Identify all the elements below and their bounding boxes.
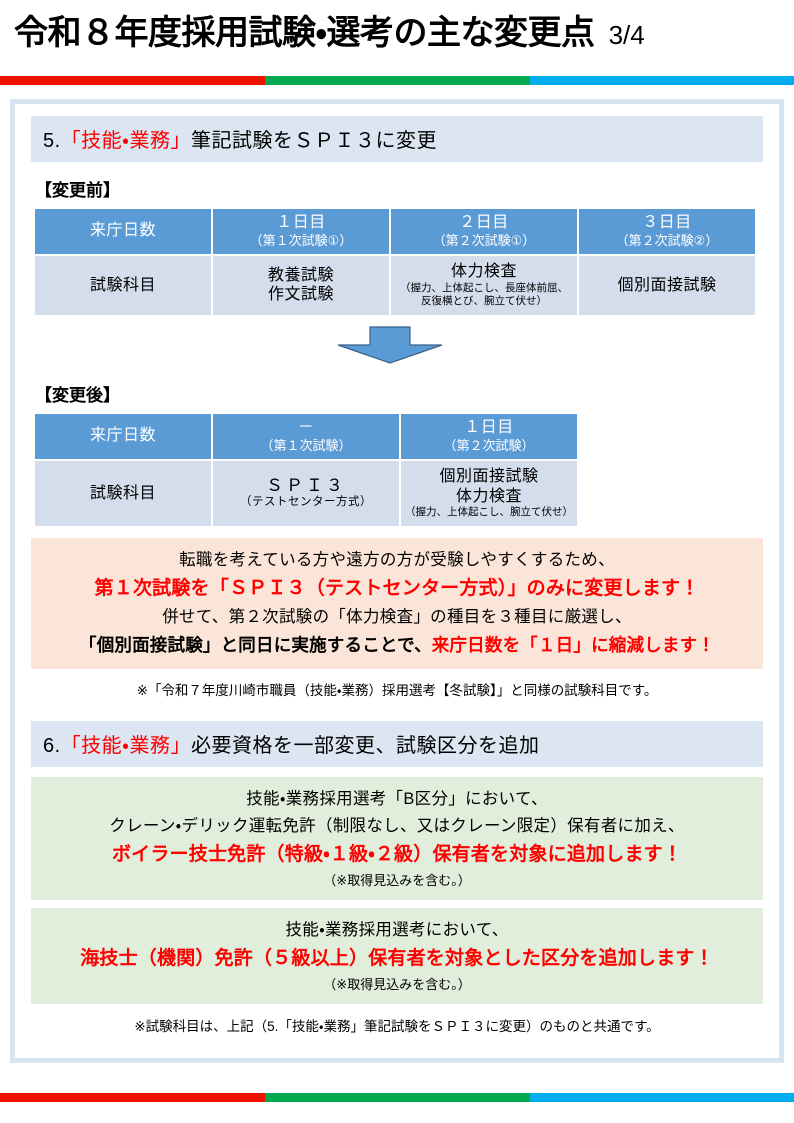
table-header-cell: ３日目 （第２次試験②） <box>579 209 755 255</box>
section-6-title-rest: 必要資格を一部変更、試験区分を追加 <box>191 735 540 758</box>
section-5-footnote: ※「令和７年度川崎市職員（技能・業務）採用選考【冬試験】」と同様の試験科目です。 <box>136 683 658 699</box>
table-before-change: 来庁日数 １日目 （第１次試験①） ２日目 （第２次試験①） ３日目 （第２次試… <box>33 207 757 318</box>
after-change-label: 【変更後】 <box>35 386 120 406</box>
tricolor-rule-top <box>0 76 794 85</box>
section-6-keyword: 「技能・業務」 <box>60 735 191 758</box>
page-indicator: 3/4 <box>608 20 645 50</box>
before-change-label: 【変更前】 <box>35 181 120 200</box>
table-row: 来庁日数 － （第１次試験） １日目 （第２次試験） <box>35 414 577 460</box>
section-5-keyword: 「技能・業務」 <box>60 130 191 152</box>
callout-line: 転職を考えている方や遠方の方が受験しやすくするため、 <box>179 550 615 569</box>
callout-line: クレーン・デリック運転免許（制限なし、又はクレーン限定）保有者に加え、 <box>109 817 685 836</box>
callout-line-black-part: 「個別面接試験」と同日に実施することで、 <box>79 635 432 656</box>
callout-note: （※取得見込みを含む。） <box>323 872 471 888</box>
section-6-box-1: 技能・業務採用選考「B区分」において、 クレーン・デリック運転免許（制限なし、又… <box>31 777 763 901</box>
table-header-cell: 来庁日数 <box>35 209 211 255</box>
table-cell: 教養試験 作文試験 <box>213 256 389 316</box>
callout-note: （※取得見込みを含む。） <box>323 976 471 992</box>
down-arrow-icon <box>337 326 443 364</box>
rule-segment-red <box>0 1093 265 1102</box>
callout-line: 技能・業務採用選考「B区分」において、 <box>246 790 548 809</box>
callout-line: 併せて、第２次試験の「体力検査」の種目を３種目に厳選し、 <box>162 608 632 627</box>
callout-line-emphasis: 海技士（機関）免許（５級以上）保有者を対象とした区分を追加します！ <box>80 947 714 969</box>
table-row: 試験科目 ＳＰＩ３ （テストセンター方式） 個別面接試験 体力検査 （握力、上体… <box>35 461 577 526</box>
rule-segment-green <box>265 1093 530 1102</box>
table-header-cell: ２日目 （第２次試験①） <box>391 209 577 255</box>
page-header: 令和８年度採用試験・選考の主な変更点 3/4 <box>0 0 794 72</box>
callout-line-red-part: 来庁日数を「１日」に縮減します！ <box>431 635 715 656</box>
section-6-box-2: 技能・業務採用選考において、 海技士（機関）免許（５級以上）保有者を対象とした区… <box>31 908 763 1005</box>
section-6-number: 6. <box>43 735 61 758</box>
table-cell: 個別面接試験 体力検査 （握力、上体起こし、腕立て伏せ） <box>401 461 577 526</box>
table-cell: 個別面接試験 <box>579 256 755 316</box>
section-5-title-rest: 筆記試験をＳＰＩ３に変更 <box>191 130 437 152</box>
section-5-number: 5. <box>43 130 61 152</box>
table-row: 来庁日数 １日目 （第１次試験①） ２日目 （第２次試験①） ３日目 （第２次試… <box>35 209 755 255</box>
table-cell-row-label: 試験科目 <box>35 256 211 316</box>
table-cell-note: （握力、上体起こし、腕立て伏せ） <box>405 505 573 518</box>
rule-segment-blue <box>530 1093 794 1102</box>
callout-line-mixed: 「個別面接試験」と同日に実施することで、来庁日数を「１日」に縮減します！ <box>41 631 753 659</box>
rule-segment-green <box>265 76 530 85</box>
section-6-heading: 6.「技能・業務」必要資格を一部変更、試験区分を追加 <box>31 721 763 768</box>
table-header-cell: － （第１次試験） <box>213 414 399 460</box>
rule-segment-blue <box>530 76 794 85</box>
tricolor-rule-bottom <box>0 1093 794 1102</box>
table-cell-note: （握力、上体起こし、長座体前屈、反復横とび、腕立て伏せ） <box>400 281 568 307</box>
callout-line-emphasis: 第１次試験を「ＳＰＩ３（テストセンター方式）」のみに変更します！ <box>94 577 700 599</box>
rule-segment-red <box>0 76 265 85</box>
transition-arrow <box>33 325 747 367</box>
table-after-change: 来庁日数 － （第１次試験） １日目 （第２次試験） 試験科目 ＳＰＩ３ （テス… <box>33 412 579 528</box>
section-5-callout: 転職を考えている方や遠方の方が受験しやすくするため、 第１次試験を「ＳＰＩ３（テ… <box>31 537 763 670</box>
callout-line-emphasis: ボイラー技士免許（特級・１級・２級）保有者を対象に追加します！ <box>111 843 683 865</box>
table-cell-row-label: 試験科目 <box>35 461 211 526</box>
page-title: 令和８年度採用試験・選考の主な変更点 <box>14 14 595 52</box>
table-row: 試験科目 教養試験 作文試験 体力検査 （握力、上体起こし、長座体前屈、反復横と… <box>35 256 755 316</box>
table-cell: ＳＰＩ３ （テストセンター方式） <box>213 461 399 526</box>
table-cell: 体力検査 （握力、上体起こし、長座体前屈、反復横とび、腕立て伏せ） <box>391 256 577 316</box>
section-5-heading: 5.「技能・業務」筆記試験をＳＰＩ３に変更 <box>31 116 763 162</box>
content-frame: 5.「技能・業務」筆記試験をＳＰＩ３に変更 【変更前】 来庁日数 １日目 （第１… <box>10 99 784 1063</box>
table-header-cell: 来庁日数 <box>35 414 211 460</box>
section-6-footnote: ※試験科目は、上記（5.「技能・業務」筆記試験をＳＰＩ３に変更）のものと共通です… <box>134 1019 660 1035</box>
callout-line: 技能・業務採用選考において、 <box>285 921 509 940</box>
table-header-cell: １日目 （第１次試験①） <box>213 209 389 255</box>
table-header-cell: １日目 （第２次試験） <box>401 414 577 460</box>
